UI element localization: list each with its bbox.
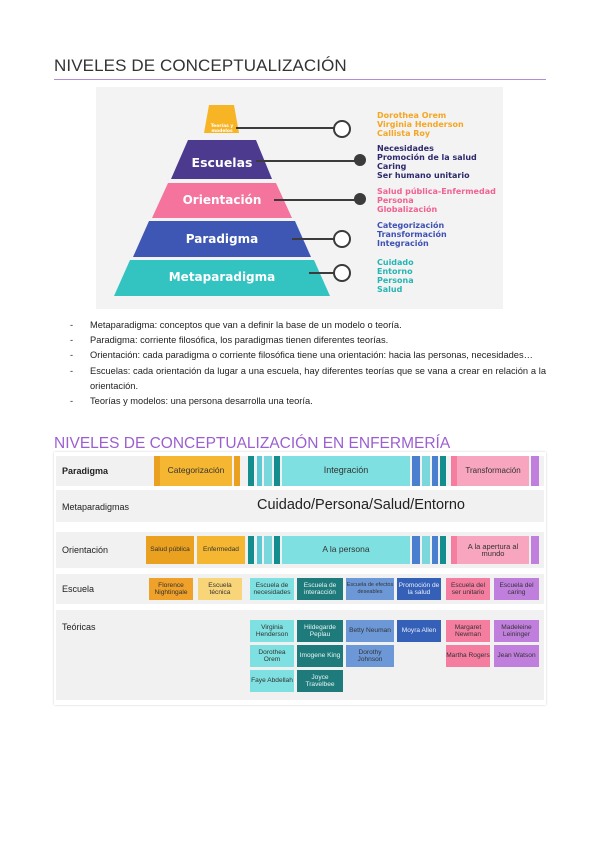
conceptualization-table: Paradigma Categorización Integración Tra… — [54, 452, 546, 705]
pyramid-level-top — [204, 105, 239, 133]
group-paradigma: Categorización Transformación Integració… — [377, 221, 447, 248]
cell-caring: Escuela del caring — [494, 578, 539, 600]
pyramid-level-paradigma — [133, 221, 311, 257]
cell-king: Imogene King — [297, 645, 343, 667]
cell-rogers: Martha Rogers — [446, 645, 490, 667]
chat-icon — [333, 230, 351, 248]
list-item: Paradigma: corriente filosófica, los par… — [70, 333, 546, 348]
connector-metaparadigma — [309, 272, 342, 274]
chat-icon — [333, 120, 351, 138]
dot-marker — [354, 193, 366, 205]
row-label: Escuela — [62, 584, 95, 594]
pyramid-level-escuelas — [171, 140, 272, 179]
row-label: Metaparadigmas — [62, 502, 130, 512]
pyramid-label-orientacion: Orientación — [182, 193, 262, 207]
list-item: Teorías y modelos: una persona desarroll… — [70, 394, 546, 409]
pyramid-level-metaparadigma — [114, 260, 330, 296]
cell-peplau: Hildegarde Peplau — [297, 620, 343, 642]
cell-leininger: Madeleine Leininger — [494, 620, 539, 642]
row-metaparadigmas: Metaparadigmas Cuidado/Persona/Salud/Ent… — [56, 490, 544, 522]
connector-teorias — [236, 127, 341, 129]
row-escuela: Escuela Florence Nightingale Escuela téc… — [56, 574, 544, 604]
pyramid-label-paradigma: Paradigma — [185, 232, 259, 246]
row-label: Paradigma — [62, 466, 109, 476]
cell-nightingale: Florence Nightingale — [149, 578, 193, 600]
cell-persona: A la persona — [282, 536, 410, 564]
list-item: Orientación: cada paradigma o corriente … — [70, 348, 546, 363]
cell-salud-publica: Salud pública — [146, 536, 194, 564]
cell-metaparadigmas: Cuidado/Persona/Salud/Entorno — [257, 497, 465, 514]
cell-orem: Dorothea Orem — [250, 645, 294, 667]
row-label: Teóricas — [62, 622, 96, 632]
cell-abdellah: Faye Abdellah — [250, 670, 294, 692]
row-paradigma: Paradigma Categorización Integración Tra… — [56, 456, 544, 486]
cell-travelbee: Joyce Travelbee — [297, 670, 343, 692]
pyramid-shape — [114, 105, 330, 296]
group-metaparadigma: Cuidado Entorno Persona Salud — [377, 258, 414, 294]
chat-icon — [333, 264, 351, 282]
cell-watson: Jean Watson — [494, 645, 539, 667]
cell-johnson: Dorothy Johnson — [346, 645, 394, 667]
pyramid-label-escuelas: Escuelas — [191, 155, 253, 170]
cell-newman: Margaret Newman — [446, 620, 490, 642]
cell-integracion: Integración — [282, 456, 410, 486]
cell-apertura-mundo: A la apertura al mundo — [457, 536, 529, 564]
section-heading: NIVELES DE CONCEPTUALIZACIÓN EN ENFERMER… — [54, 435, 451, 452]
cell-unitario: Escuela del ser unitario — [446, 578, 490, 600]
cell-efectos: Escuela de efectos deseables — [346, 578, 394, 600]
pyramid-level-orientacion — [152, 183, 292, 218]
cell-categorizacion: Categorización — [160, 456, 232, 486]
cell-neuman: Betty Neuman — [346, 620, 394, 642]
connector-escuelas — [256, 160, 361, 162]
cell-henderson: Virginia Henderson — [250, 620, 294, 642]
list-item: Escuelas: cada orientación da lugar a un… — [70, 364, 546, 394]
cell-transformacion: Transformación — [457, 456, 529, 486]
cell-interaccion: Escuela de interacción — [297, 578, 343, 600]
cell-enfermedad: Enfermedad — [197, 536, 245, 564]
connector-paradigma — [292, 238, 342, 240]
group-teorias: Dorothea Orem Virginia Henderson Callist… — [377, 111, 464, 138]
cell-necesidades: Escuela de necesidades — [250, 578, 294, 600]
list-item: Metaparadigma: conceptos que van a defin… — [70, 318, 546, 333]
group-orientacion: Salud pública-Enfermedad Persona Globali… — [377, 187, 496, 214]
row-label: Orientación — [62, 545, 109, 555]
cell-tecnica: Escuela técnica — [198, 578, 242, 600]
page-heading: NIVELES DE CONCEPTUALIZACIÓN — [54, 56, 347, 75]
definitions-list: Metaparadigma: conceptos que van a defin… — [70, 318, 546, 409]
pyramid-label-top: Teorías y modelos — [210, 124, 234, 134]
dot-marker — [354, 154, 366, 166]
pyramid-figure: Teorías y modelos Escuelas Orientación P… — [96, 87, 503, 309]
cell-promocion: Promoción de la salud — [397, 578, 441, 600]
heading-rule — [54, 79, 546, 80]
row-teoricas: Teóricas Virginia Henderson Dorothea Ore… — [56, 610, 544, 700]
group-escuelas: Necesidades Promoción de la salud Caring… — [377, 144, 477, 180]
cell-allen: Moyra Allen — [397, 620, 441, 642]
row-orientacion: Orientación Salud pública Enfermedad A l… — [56, 532, 544, 568]
connector-orientacion — [274, 199, 361, 201]
pyramid-label-metaparadigma: Metaparadigma — [168, 270, 276, 284]
